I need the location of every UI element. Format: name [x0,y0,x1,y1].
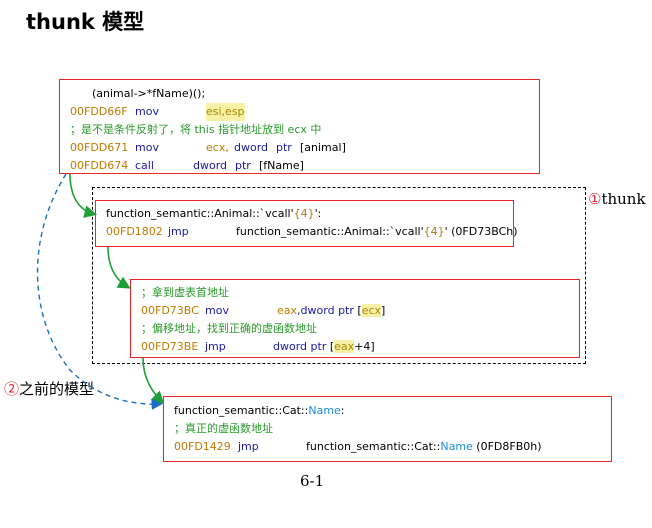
address: 00FD73BE [141,340,199,353]
code-line: 00FD1802 jmp function_semantic::Animal::… [106,223,518,241]
keyword-dword: dword [234,141,269,154]
label-text: thunk [601,190,646,208]
register: ecx, [206,141,229,154]
symbol-suffix: ': [314,207,322,220]
code-line: function_semantic::Cat::Name: [174,402,609,420]
code-box-vcall-thunk: function_semantic::Animal::`vcall'{4}': … [95,200,518,247]
keyword-dword: dword [273,340,308,353]
code-line: 00FDD66F mov esi,esp [70,103,535,121]
symbol: function_semantic::Cat:: [306,440,441,453]
comment: ；真正的虚函数地址 [174,422,273,435]
keyword-ptr: ptr [276,141,292,154]
bracket: [ [329,340,335,353]
label-text: 之前的模型 [19,380,95,398]
keyword-ptr: ptr [310,340,327,353]
register: eax [334,340,355,353]
keyword-dword: ,dword [297,304,335,317]
jump-target: function_semantic::Animal::`vcall'{4}' (… [236,223,518,241]
figure-caption: 6-1 [300,472,325,490]
thunk-region [92,187,586,364]
jump-target: function_semantic::Cat::Name (0FD8FB0h) [306,438,542,456]
code-line: 00FD1429 jmp function_semantic::Cat::Nam… [174,438,609,456]
connector-layer [36,173,165,410]
code-text: function_semantic::Animal::`vcall'{4}': [106,205,321,223]
keyword-ptr: ptr [338,304,354,317]
offset: +4] [354,340,375,353]
code-box-caller: (animal->*fName)(); 00FDD66F mov esi,esp… [59,79,540,174]
code-line: function_semantic::Animal::`vcall'{4}': [106,205,511,223]
keyword-dword: dword [193,159,228,172]
opcode: call [135,159,154,172]
bracket: ] [381,304,386,317]
bracket: [ [357,304,362,317]
comment: ；拿到虚表首地址 [141,286,229,299]
symbol: function_semantic::Cat:: [174,404,309,417]
arrow-vtable-to-function [142,357,165,405]
code-box-vtable-lookup: ；拿到虚表首地址 00FD73BC mov eax,dword ptr [ecx… [130,279,580,358]
opcode: jmp [238,440,259,453]
operand: [animal] [300,141,346,154]
vcall-index: {4} [423,225,445,238]
comment: ；偏移地址，找到正确的虚函数地址 [141,322,317,335]
address: 00FDD674 [70,159,129,172]
code-line: 00FDD674 call dword ptr [fName] [70,157,535,175]
address: 00FDD671 [70,141,129,154]
function-name: Name [440,440,473,453]
code-line: ；是不是条件反射了，将 this 指针地址放到 ecx 中 [70,121,535,139]
symbol-suffix: : [340,404,345,417]
arrow-previous-model [36,173,163,410]
operands: dword ptr [eax+4] [273,338,375,356]
symbol: function_semantic::Animal::`vcall' [106,207,294,220]
code-line: 00FD73BC mov eax,dword ptr [ecx] [141,302,577,320]
code-box-real-function: function_semantic::Cat::Name: ；真正的虚函数地址 … [163,396,612,462]
code-line: ；真正的虚函数地址 [174,420,609,438]
code-line: ；拿到虚表首地址 [141,284,577,302]
address: 00FD1429 [174,440,231,453]
address: 00FD1802 [106,225,163,238]
label-number: ② [4,380,20,398]
operands: esi,esp [206,103,245,121]
function-name: Name [308,404,341,417]
diagram-title: thunk 模型 [26,10,145,34]
arrow-thunk-to-vtable [107,246,131,289]
label-thunk: ①thunk [588,190,646,208]
code-line: 00FDD671 mov ecx, dword ptr [animal] [70,139,535,157]
arrow-call-to-thunk [69,173,98,218]
address: 00FD73BC [141,304,199,317]
symbol-suffix: (0FD8FB0h) [472,440,542,453]
keyword-ptr: ptr [235,159,251,172]
operand: [fName] [259,159,304,172]
opcode: jmp [168,225,189,238]
address: 00FDD66F [70,105,128,118]
code-line: (animal->*fName)(); [70,85,535,103]
symbol-suffix: ' (0FD73BCh) [444,225,518,238]
opcode: mov [205,304,229,317]
register: eax [277,304,298,317]
code-line: ；偏移地址，找到正确的虚函数地址 [141,320,577,338]
opcode: jmp [205,340,226,353]
label-number: ① [588,190,602,208]
register: ecx [361,304,382,317]
opcode: mov [135,105,159,118]
code-text: function_semantic::Cat::Name: [174,402,345,420]
label-previous-model: ②之前的模型 [4,378,94,399]
code-text: (animal->*fName)(); [92,87,206,100]
comment: ；是不是条件反射了，将 this 指针地址放到 ecx 中 [70,123,322,136]
opcode: mov [135,141,159,154]
code-line: 00FD73BE jmp dword ptr [eax+4] [141,338,577,356]
operands: eax,dword ptr [ecx] [277,302,385,320]
vcall-index: {4} [293,207,315,220]
symbol: function_semantic::Animal::`vcall' [236,225,424,238]
